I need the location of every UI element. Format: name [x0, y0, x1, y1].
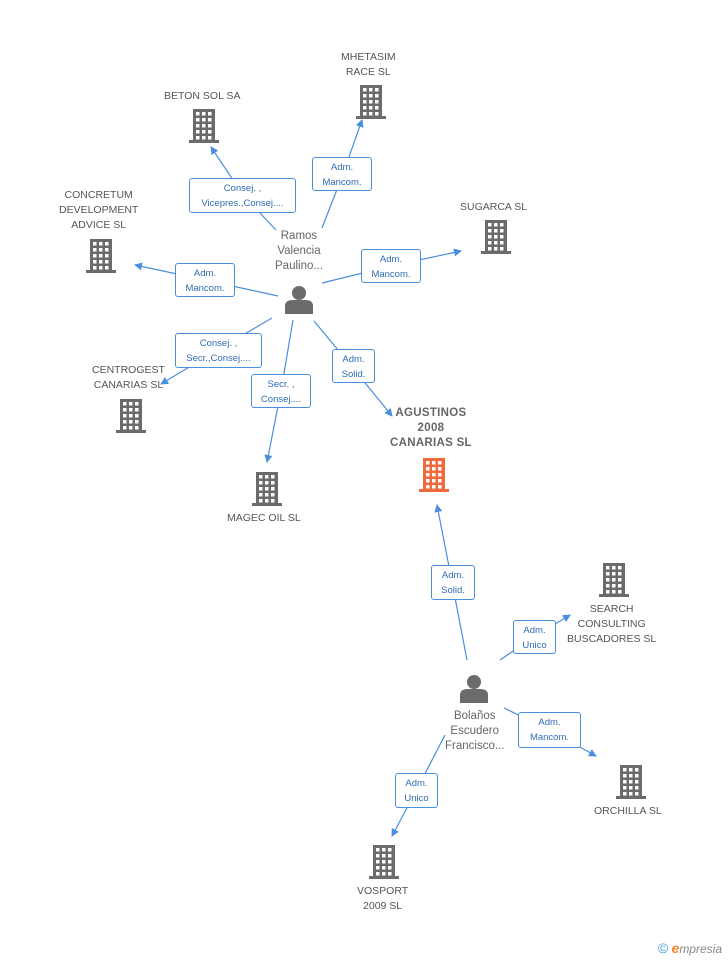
building-icon-agustinos[interactable] [419, 458, 449, 492]
relation-label-ramos-mhetasim[interactable]: Adm. Mancom. [312, 157, 372, 191]
relation-label-bolanos-search[interactable]: Adm. Unico [513, 620, 556, 654]
building-icon-sugarca[interactable] [481, 220, 511, 254]
company-label-sugarca[interactable]: SUGARCA SL [460, 201, 528, 213]
building-icon-orchilla[interactable] [616, 765, 646, 799]
person-icon-bolanos[interactable] [460, 675, 488, 703]
building-icon-mhetasim[interactable] [356, 85, 386, 119]
person-icon-ramos[interactable] [285, 286, 313, 314]
company-label-magec[interactable]: MAGEC OIL SL [227, 512, 301, 524]
building-icon-vosport[interactable] [369, 845, 399, 879]
company-label-orchilla[interactable]: ORCHILLA SL [594, 805, 662, 817]
relation-label-bolanos-orchilla[interactable]: Adm. Mancom. [518, 712, 581, 748]
company-label-agustinos[interactable]: AGUSTINOS 2008 CANARIAS SL [390, 407, 472, 449]
relation-label-bolanos-vosport[interactable]: Adm. Unico [395, 773, 438, 808]
building-icon-search[interactable] [599, 563, 629, 597]
company-label-vosport[interactable]: VOSPORT 2009 SL [357, 885, 409, 912]
person-label-ramos[interactable]: Ramos Valencia Paulino... [275, 230, 323, 272]
company-label-search[interactable]: SEARCH CONSULTING BUSCADORES SL [567, 603, 657, 645]
building-icon-magec[interactable] [252, 472, 282, 506]
relation-label-ramos-agustinos[interactable]: Adm. Solid. [332, 349, 375, 383]
company-label-beton[interactable]: BETON SOL SA [164, 90, 241, 102]
company-label-mhetasim[interactable]: MHETASIM RACE SL [341, 51, 396, 78]
relation-label-ramos-concretum[interactable]: Adm. Mancom. [175, 263, 235, 297]
copyright-icon: © [657, 940, 669, 956]
relation-label-ramos-sugarca[interactable]: Adm. Mancom. [361, 249, 421, 283]
company-label-centrogest[interactable]: CENTROGEST CANARIAS SL [92, 364, 165, 391]
empresia-logo[interactable]: © empresia [658, 940, 722, 956]
person-label-bolanos[interactable]: Bolaños Escudero Francisco... [445, 710, 505, 752]
relation-label-ramos-centrogest[interactable]: Consej. , Secr.,Consej.... [175, 333, 262, 368]
brand-name: mpresia [679, 942, 722, 956]
brand-initial: e [671, 940, 680, 956]
company-label-concretum[interactable]: CONCRETUM DEVELOPMENT ADVICE SL [59, 189, 139, 231]
relation-label-ramos-beton[interactable]: Consej. , Vicepres.,Consej.... [189, 178, 296, 213]
building-icon-beton[interactable] [189, 109, 219, 143]
building-icon-concretum[interactable] [86, 239, 116, 273]
relation-label-ramos-magec[interactable]: Secr. , Consej.... [251, 374, 311, 408]
relation-label-bolanos-agustinos[interactable]: Adm. Solid. [431, 565, 475, 600]
building-icon-centrogest[interactable] [116, 399, 146, 433]
